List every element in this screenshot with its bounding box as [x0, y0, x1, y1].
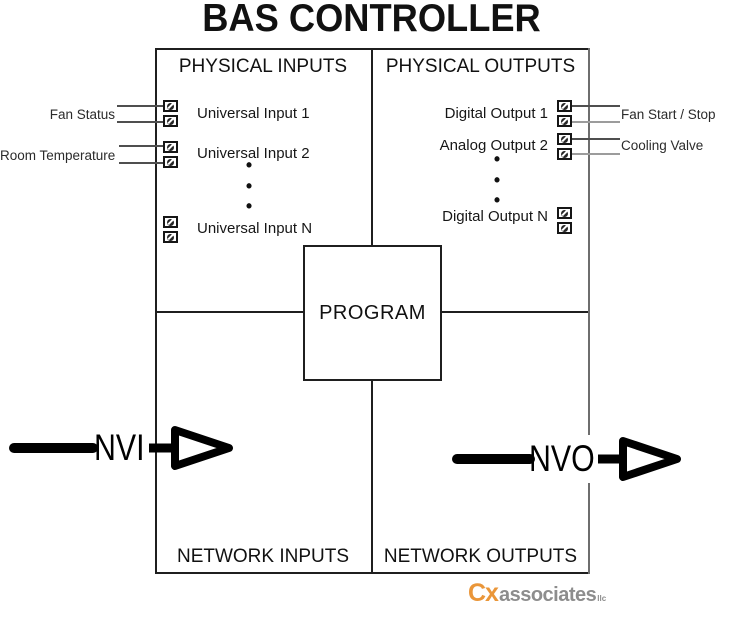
program-label: PROGRAM	[319, 301, 426, 324]
ellipsis-dot: •	[493, 149, 501, 169]
cooling-valve-wire-2	[572, 153, 620, 155]
terminal-icon	[163, 156, 178, 168]
logo-brand-text: Cx	[468, 579, 499, 607]
diagram-title: BAS CONTROLLER	[202, 0, 541, 40]
nvo-arrowhead-icon	[619, 437, 681, 481]
cx-associates-logo: Cx associates llc	[468, 579, 606, 608]
fan-start-stop-wire-2	[572, 121, 620, 123]
network-outputs-header: NETWORK OUTPUTS	[383, 546, 578, 567]
controller-right-border-bottom	[588, 483, 590, 574]
analog-output-2-label: Analog Output 2	[439, 137, 548, 154]
room-temperature-label: Room Temperature	[0, 148, 116, 163]
terminal-icon	[163, 115, 178, 127]
nvi-arrowhead-icon	[171, 426, 233, 470]
universal-input-n-label: Universal Input N	[197, 220, 313, 237]
fan-start-stop-label: Fan Start / Stop	[621, 107, 716, 122]
terminal-icon	[557, 133, 572, 145]
nvo-label: NVO	[529, 438, 595, 479]
nvi-label: NVI	[94, 427, 145, 468]
logo-name-text: associates	[498, 584, 597, 606]
fan-start-stop-wire-1	[572, 105, 620, 107]
terminal-icon	[557, 100, 572, 112]
terminal-icon	[557, 222, 572, 234]
terminal-icon	[163, 141, 178, 153]
digital-output-1-label: Digital Output 1	[444, 105, 548, 122]
cooling-valve-wire-1	[572, 138, 620, 140]
fan-status-wire-2	[117, 121, 163, 123]
terminal-icon	[557, 148, 572, 160]
terminal-icon	[163, 216, 178, 228]
ellipsis-dot: •	[245, 155, 253, 175]
ellipsis-dot: •	[493, 170, 501, 190]
cooling-valve-label: Cooling Valve	[621, 138, 704, 153]
room-temperature-wire-1	[119, 145, 163, 147]
physical-inputs-header: PHYSICAL INPUTS	[178, 56, 348, 77]
universal-input-1-label: Universal Input 1	[197, 105, 310, 122]
nvi-arrow-graphic	[9, 426, 233, 470]
terminal-icon	[557, 115, 572, 127]
ellipsis-dot: •	[245, 196, 253, 216]
nvo-arrow-graphic	[452, 437, 681, 481]
digital-output-n-label: Digital Output N	[442, 208, 548, 225]
physical-outputs-header: PHYSICAL OUTPUTS	[385, 56, 576, 77]
controller-right-border-top	[588, 48, 590, 435]
terminal-icon	[163, 100, 178, 112]
ellipsis-dot: •	[493, 190, 501, 210]
network-inputs-header: NETWORK INPUTS	[176, 546, 350, 567]
terminal-icon	[163, 231, 178, 243]
terminal-icon	[557, 207, 572, 219]
fan-status-label: Fan Status	[49, 107, 115, 122]
ellipsis-dot: •	[245, 176, 253, 196]
program-box: PROGRAM	[303, 245, 442, 381]
logo-suffix-text: llc	[597, 594, 607, 603]
room-temperature-wire-2	[119, 162, 163, 164]
fan-status-wire-1	[117, 105, 163, 107]
universal-input-2-label: Universal Input 2	[197, 145, 310, 162]
